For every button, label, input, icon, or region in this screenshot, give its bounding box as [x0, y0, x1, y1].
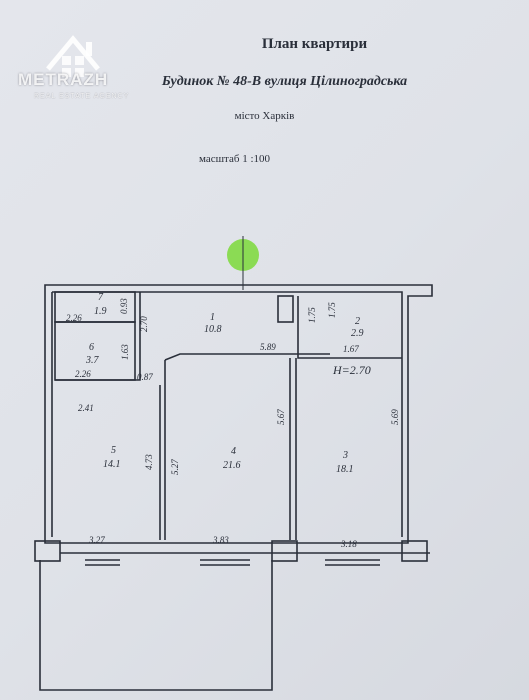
- room-5-number: 5: [111, 445, 116, 456]
- dim-label: 5.67: [276, 409, 286, 425]
- wall-1-4: [164, 353, 330, 361]
- room-4-area: 21.6: [223, 460, 241, 471]
- city-line: місто Харків: [234, 110, 295, 122]
- house-logo-icon: [46, 35, 100, 77]
- logo-brand: METRAZH: [18, 70, 109, 89]
- dim-label: 5.89: [260, 342, 276, 352]
- dim-label: 2.70: [139, 316, 149, 332]
- dim-label: 2.41: [78, 403, 94, 413]
- room-3-area: 18.1: [336, 464, 354, 475]
- room-7-number: 7: [98, 292, 104, 303]
- logo-tagline: REAL ESTATE AGENCY: [34, 93, 130, 100]
- window-4: [200, 559, 250, 566]
- wall-6-5: [55, 292, 141, 381]
- address-line: Будинок № 48-В вулиця Цілиноградська: [161, 74, 408, 89]
- room-4-number: 4: [231, 446, 236, 457]
- dim-label: 4.73: [144, 454, 154, 470]
- column: [277, 295, 294, 323]
- room-6-number: 6: [89, 342, 94, 353]
- dim-label: 2.26: [75, 369, 91, 379]
- dim-label: 1.67: [343, 344, 359, 354]
- balcony-outline: [39, 560, 273, 691]
- inner-top-wall: [52, 291, 403, 537]
- window-3: [325, 559, 380, 566]
- dim-label: 1.63: [120, 344, 130, 360]
- room-2-area: 2.9: [351, 328, 364, 339]
- dim-label: 0.87: [137, 372, 153, 382]
- room-2-outline: [297, 296, 402, 359]
- window-pier-mid: [271, 540, 298, 562]
- room-3-number: 3: [342, 450, 348, 461]
- window-5: [85, 559, 120, 566]
- room-1-number: 1: [210, 312, 215, 323]
- room-7-area: 1.9: [94, 306, 107, 317]
- dim-label: 3.27: [88, 535, 105, 545]
- outer-wall: [44, 284, 433, 544]
- dim-label: 2.26: [66, 313, 82, 323]
- dim-label: 1.75: [307, 307, 317, 323]
- dim-label: 5.69: [390, 409, 400, 425]
- page-title: План квартири: [261, 36, 368, 52]
- dim-label: 5.27: [170, 459, 180, 475]
- room-6-area: 3.7: [85, 355, 100, 366]
- window-pier-right: [401, 540, 428, 562]
- scale-line: масштаб 1 :100: [198, 153, 271, 165]
- dim-label: 3.83: [212, 535, 229, 545]
- dim-label: 1.75: [327, 302, 337, 318]
- dim-label: 3.18: [340, 539, 357, 549]
- room-5-area: 14.1: [103, 459, 121, 470]
- ceiling-height: H=2.70: [332, 363, 371, 377]
- room-2-number: 2: [355, 316, 360, 327]
- window-pier-left: [34, 540, 61, 562]
- room-1-area: 10.8: [204, 324, 222, 335]
- dim-label: 0.93: [119, 298, 129, 314]
